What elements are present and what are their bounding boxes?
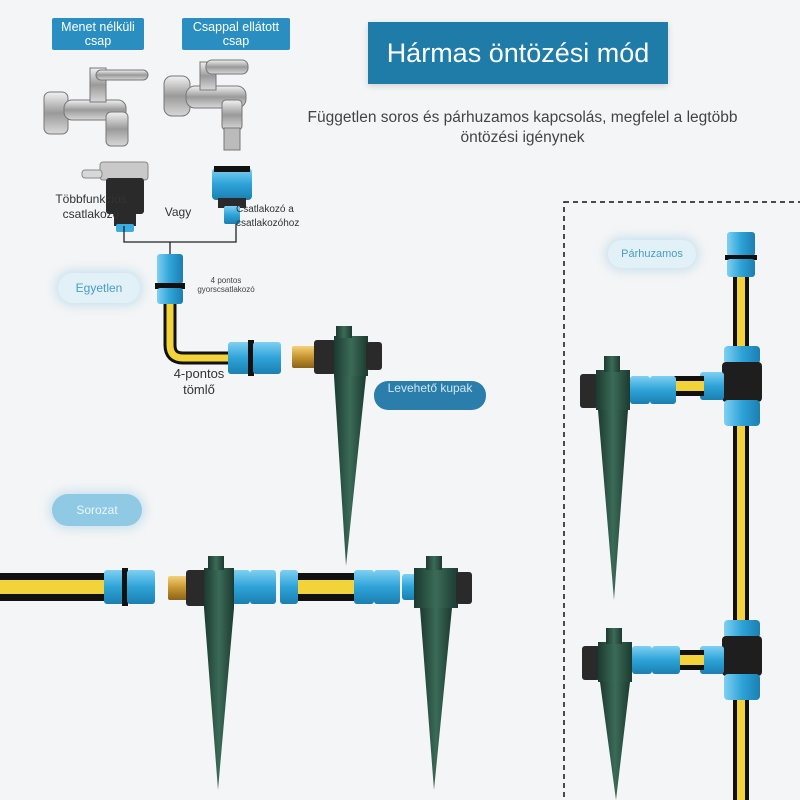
faucet-with-tap-icon	[163, 59, 249, 151]
quick-connector-parallel-top-icon	[725, 232, 757, 277]
sprinkler-parallel-1-icon	[580, 356, 630, 600]
sprinkler-series-1-icon	[204, 556, 234, 790]
sprinkler-parallel-2-icon	[582, 628, 632, 800]
quick-connector-single-icon	[155, 254, 185, 304]
quick-connector-label: 4 pontos gyorscsatlakozó	[197, 276, 255, 294]
faucet-threadless-icon	[43, 67, 149, 147]
removable-cap-label: Levehető kupak	[374, 381, 486, 410]
mode-single-label: Egyetlen	[58, 273, 140, 303]
hose-parallel	[737, 274, 745, 800]
or-label: Vagy	[164, 205, 192, 219]
sprinkler-single-icon	[314, 326, 382, 566]
multi-connector-label: Többfunkciós csatlakozó	[55, 192, 127, 221]
parallel-frame	[563, 201, 800, 800]
hose-single	[166, 304, 232, 362]
tap-connector-icon	[212, 166, 252, 224]
junction-line	[123, 224, 237, 243]
quick-connector-elbow-icon	[228, 340, 281, 376]
sprinkler-series-2-icon	[414, 556, 472, 790]
page-subtitle: Független soros és párhuzamos kapcsolás,…	[307, 109, 738, 146]
brass-adapter	[292, 346, 318, 368]
tee-connector-2-icon	[632, 620, 762, 700]
multi-function-connector-icon	[81, 161, 149, 232]
mode-series-label: Sorozat	[52, 494, 142, 526]
tap-label-threadless: Menet nélküli csap	[52, 18, 144, 50]
series-connectors	[104, 568, 416, 606]
tap-label-with-tap: Csappal ellátott csap	[182, 18, 290, 50]
tap-connector-label: Csatlakozó a csatlakozóhoz	[236, 204, 300, 229]
page-title: Hármas öntözési mód	[368, 22, 668, 84]
tee-connector-1-icon	[630, 346, 762, 426]
mode-parallel-label: Párhuzamos	[608, 240, 696, 268]
hose-label: 4-pontos tömlő	[173, 366, 225, 397]
